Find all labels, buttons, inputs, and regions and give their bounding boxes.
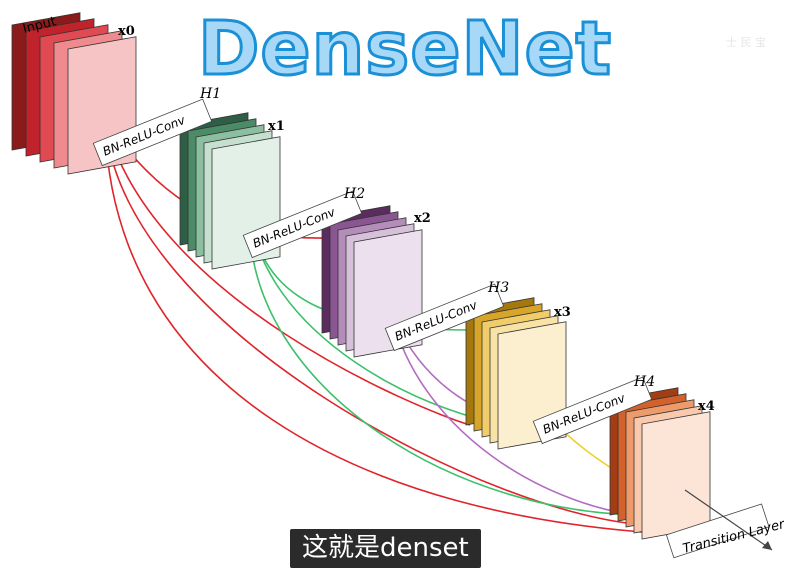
block-label-h4: H4	[633, 374, 655, 390]
stage-label-x3: x3	[554, 305, 571, 320]
block-label-h2: H2	[343, 186, 365, 202]
block-label-h3: H3	[487, 280, 509, 296]
transition-arrowhead	[762, 541, 772, 550]
page-title: DenseNet	[195, 6, 615, 92]
feature-map	[642, 412, 710, 539]
watermark: 士 民 宝	[726, 34, 766, 50]
subtitle-caption: 这就是denset	[290, 529, 481, 568]
stage-label-x1: x1	[268, 119, 285, 134]
stage-label-x2: x2	[414, 211, 431, 226]
stage-label-x0: x0	[118, 24, 135, 39]
stage-label-x4: x4	[698, 399, 715, 414]
